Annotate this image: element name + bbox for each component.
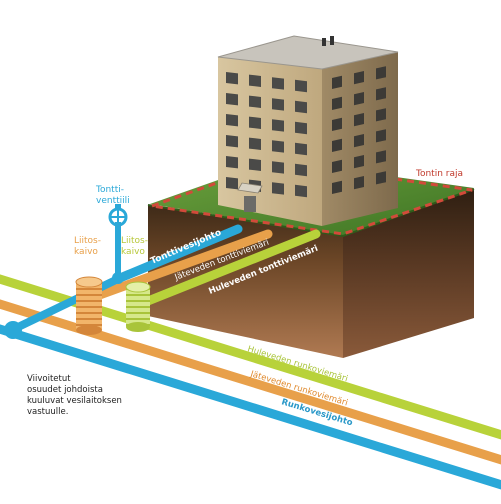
- building-window: [354, 92, 364, 106]
- building-window: [376, 171, 386, 185]
- chimney: [330, 36, 334, 45]
- building-window: [354, 155, 364, 169]
- wastewater-main-pipe: [0, 299, 501, 465]
- building-window: [272, 77, 284, 90]
- plot-valve-label: Tontti-venttiili: [95, 185, 130, 206]
- manhole-bottom: [126, 322, 150, 332]
- building-window: [272, 161, 284, 174]
- building-window: [332, 138, 342, 152]
- building-window: [249, 74, 261, 87]
- manhole-top: [125, 281, 151, 293]
- building-window: [249, 95, 261, 108]
- stormwater-manhole: [125, 281, 151, 332]
- service-pipes: [89, 224, 321, 310]
- building-window: [226, 135, 238, 148]
- building-window: [295, 79, 307, 93]
- building-windows: [226, 66, 386, 198]
- valve-stem: [115, 204, 121, 209]
- building-window: [226, 114, 238, 127]
- building-window: [332, 159, 342, 173]
- building-window: [272, 140, 284, 153]
- plot-valve-assembly: [4, 204, 128, 339]
- building-window: [332, 117, 342, 131]
- manhole-body: [76, 282, 102, 330]
- building-window: [226, 156, 238, 169]
- wastewater-service-pipe: [89, 229, 273, 302]
- building-window: [249, 158, 261, 171]
- building-window: [272, 98, 284, 111]
- entrance-canopy: [237, 182, 263, 194]
- water-connection-pipe: [10, 274, 124, 333]
- wastewater-manhole: [75, 276, 103, 335]
- valve-joint: [112, 272, 124, 284]
- wastewater-manhole-label: Liitos-kaivo: [74, 236, 101, 257]
- apartment-building: [217, 35, 399, 226]
- building-window: [226, 177, 238, 190]
- building-window: [354, 176, 364, 190]
- building-window: [272, 119, 284, 132]
- building-window: [226, 93, 238, 106]
- building-roof: [217, 35, 399, 70]
- manhole-body: [126, 287, 150, 327]
- building-window: [332, 96, 342, 110]
- building-window: [295, 163, 307, 177]
- building-window: [295, 100, 307, 114]
- stormwater-service-pipe: [133, 229, 321, 310]
- building-window: [354, 113, 364, 127]
- building-window: [376, 87, 386, 101]
- building-window: [295, 184, 307, 198]
- chimney: [322, 38, 326, 46]
- building-window: [354, 71, 364, 85]
- building-window: [354, 134, 364, 148]
- building-window: [272, 182, 284, 195]
- soil-side-face: [343, 190, 474, 358]
- manhole-top: [75, 276, 103, 288]
- building-window: [249, 116, 261, 129]
- building-window: [249, 137, 261, 150]
- building-window: [332, 75, 342, 89]
- building-window: [376, 66, 386, 80]
- water-main-joint: [4, 321, 22, 339]
- stormwater-manhole-label: Liitos-kaivo: [121, 236, 148, 257]
- building-window: [376, 150, 386, 164]
- building-window: [226, 72, 238, 85]
- building-window: [295, 121, 307, 135]
- responsibility-note: Viivoitetut osuudet johdoista kuuluvat v…: [27, 374, 122, 417]
- water-service-pipe: [115, 224, 243, 283]
- plot-boundary-label: Tontin raja: [415, 169, 463, 179]
- entrance-door: [244, 196, 256, 212]
- building-window: [295, 142, 307, 156]
- building-window: [332, 180, 342, 194]
- building-window: [376, 108, 386, 122]
- manhole-bottom: [76, 325, 102, 335]
- water-main-pipe: [0, 324, 501, 490]
- building-window: [376, 129, 386, 143]
